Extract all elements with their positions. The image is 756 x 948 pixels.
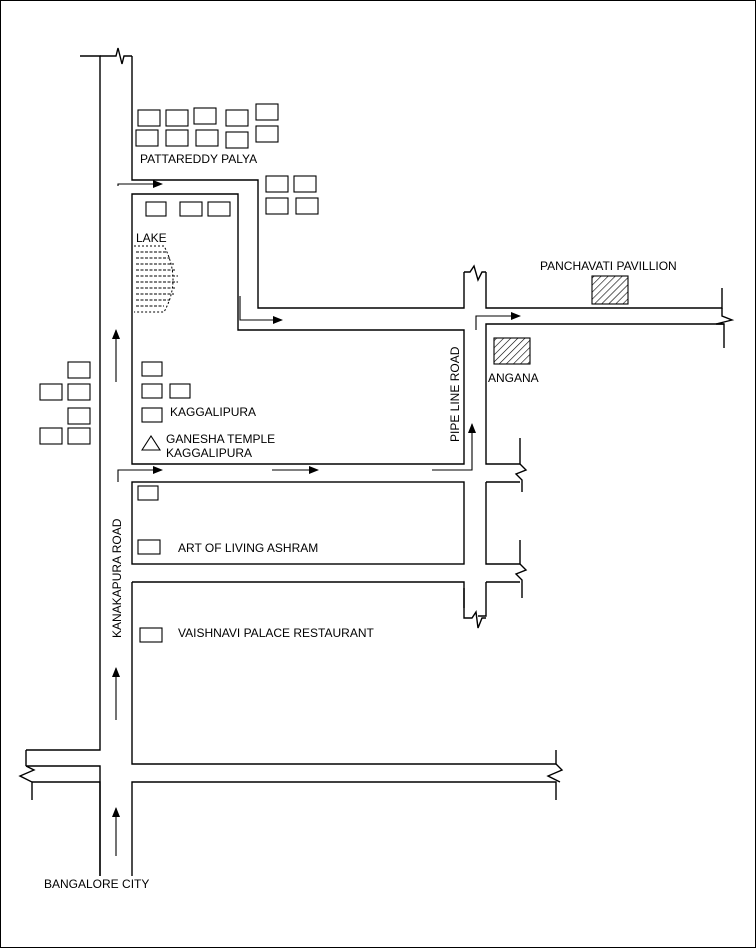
building	[137, 485, 159, 501]
east-link-2	[478, 581, 520, 617]
block-art-of-living	[131, 481, 465, 565]
label-bangalore-city: BANGALORE CITY	[44, 877, 149, 891]
label-ganesha-temple-place: KAGGALIPURA	[166, 446, 252, 460]
temple-icon	[140, 434, 162, 451]
kanakapura-road-west-edge	[26, 55, 101, 876]
panchavati-road-break	[715, 308, 735, 348]
direction-arrow	[432, 423, 476, 471]
label-pattareddy-palya: PATTAREDDY PALYA	[140, 152, 257, 166]
label-kanakapura-road: KANAKAPURA ROAD	[110, 518, 124, 638]
direction-arrow	[117, 180, 163, 188]
lake-icon	[134, 245, 178, 313]
angana-landmark	[493, 337, 531, 365]
pattareddy-palya-buildings	[135, 103, 319, 215]
road-break-pattareddy	[464, 264, 486, 282]
panchavati-road-south-edge	[485, 323, 724, 465]
art-of-living-building	[137, 539, 161, 555]
label-vaishnavi-palace: VAISHNAVI PALACE RESTAURANT	[178, 626, 374, 640]
label-panchavati-pavillion: PANCHAVATI PAVILLION	[540, 259, 677, 273]
block-vaishnavi	[131, 581, 557, 765]
block-kaggalipura	[131, 193, 465, 465]
direction-arrow	[239, 296, 283, 324]
kaggalipura-buildings	[141, 361, 191, 423]
direction-arrow	[475, 312, 521, 330]
road-break-east-1	[514, 463, 528, 492]
label-lake: LAKE	[136, 231, 167, 245]
road-break-top	[100, 47, 132, 65]
road-break-east-2	[514, 563, 528, 598]
vaishnavi-building	[139, 627, 163, 643]
label-ganesha-temple: GANESHA TEMPLE	[166, 432, 275, 446]
west-side-buildings	[39, 361, 91, 445]
label-pipe-line-road: PIPE LINE ROAD	[448, 346, 462, 442]
kanakapura-road-east-edge	[131, 56, 465, 309]
lake-block-buildings	[145, 201, 231, 217]
label-art-of-living: ART OF LIVING ASHRAM	[178, 541, 318, 555]
main-road-south-edge	[32, 781, 557, 876]
panchavati-pavillion-landmark	[591, 275, 629, 305]
label-angana: ANGANA	[488, 371, 539, 385]
panchavati-road-north-edge	[485, 272, 723, 309]
main-road-left-break	[18, 765, 36, 800]
road-break-south	[463, 588, 486, 629]
direction-arrow	[117, 466, 163, 482]
main-road-right-break	[546, 763, 564, 783]
east-link-1	[485, 481, 521, 565]
label-kaggalipura: KAGGALIPURA	[170, 405, 256, 419]
